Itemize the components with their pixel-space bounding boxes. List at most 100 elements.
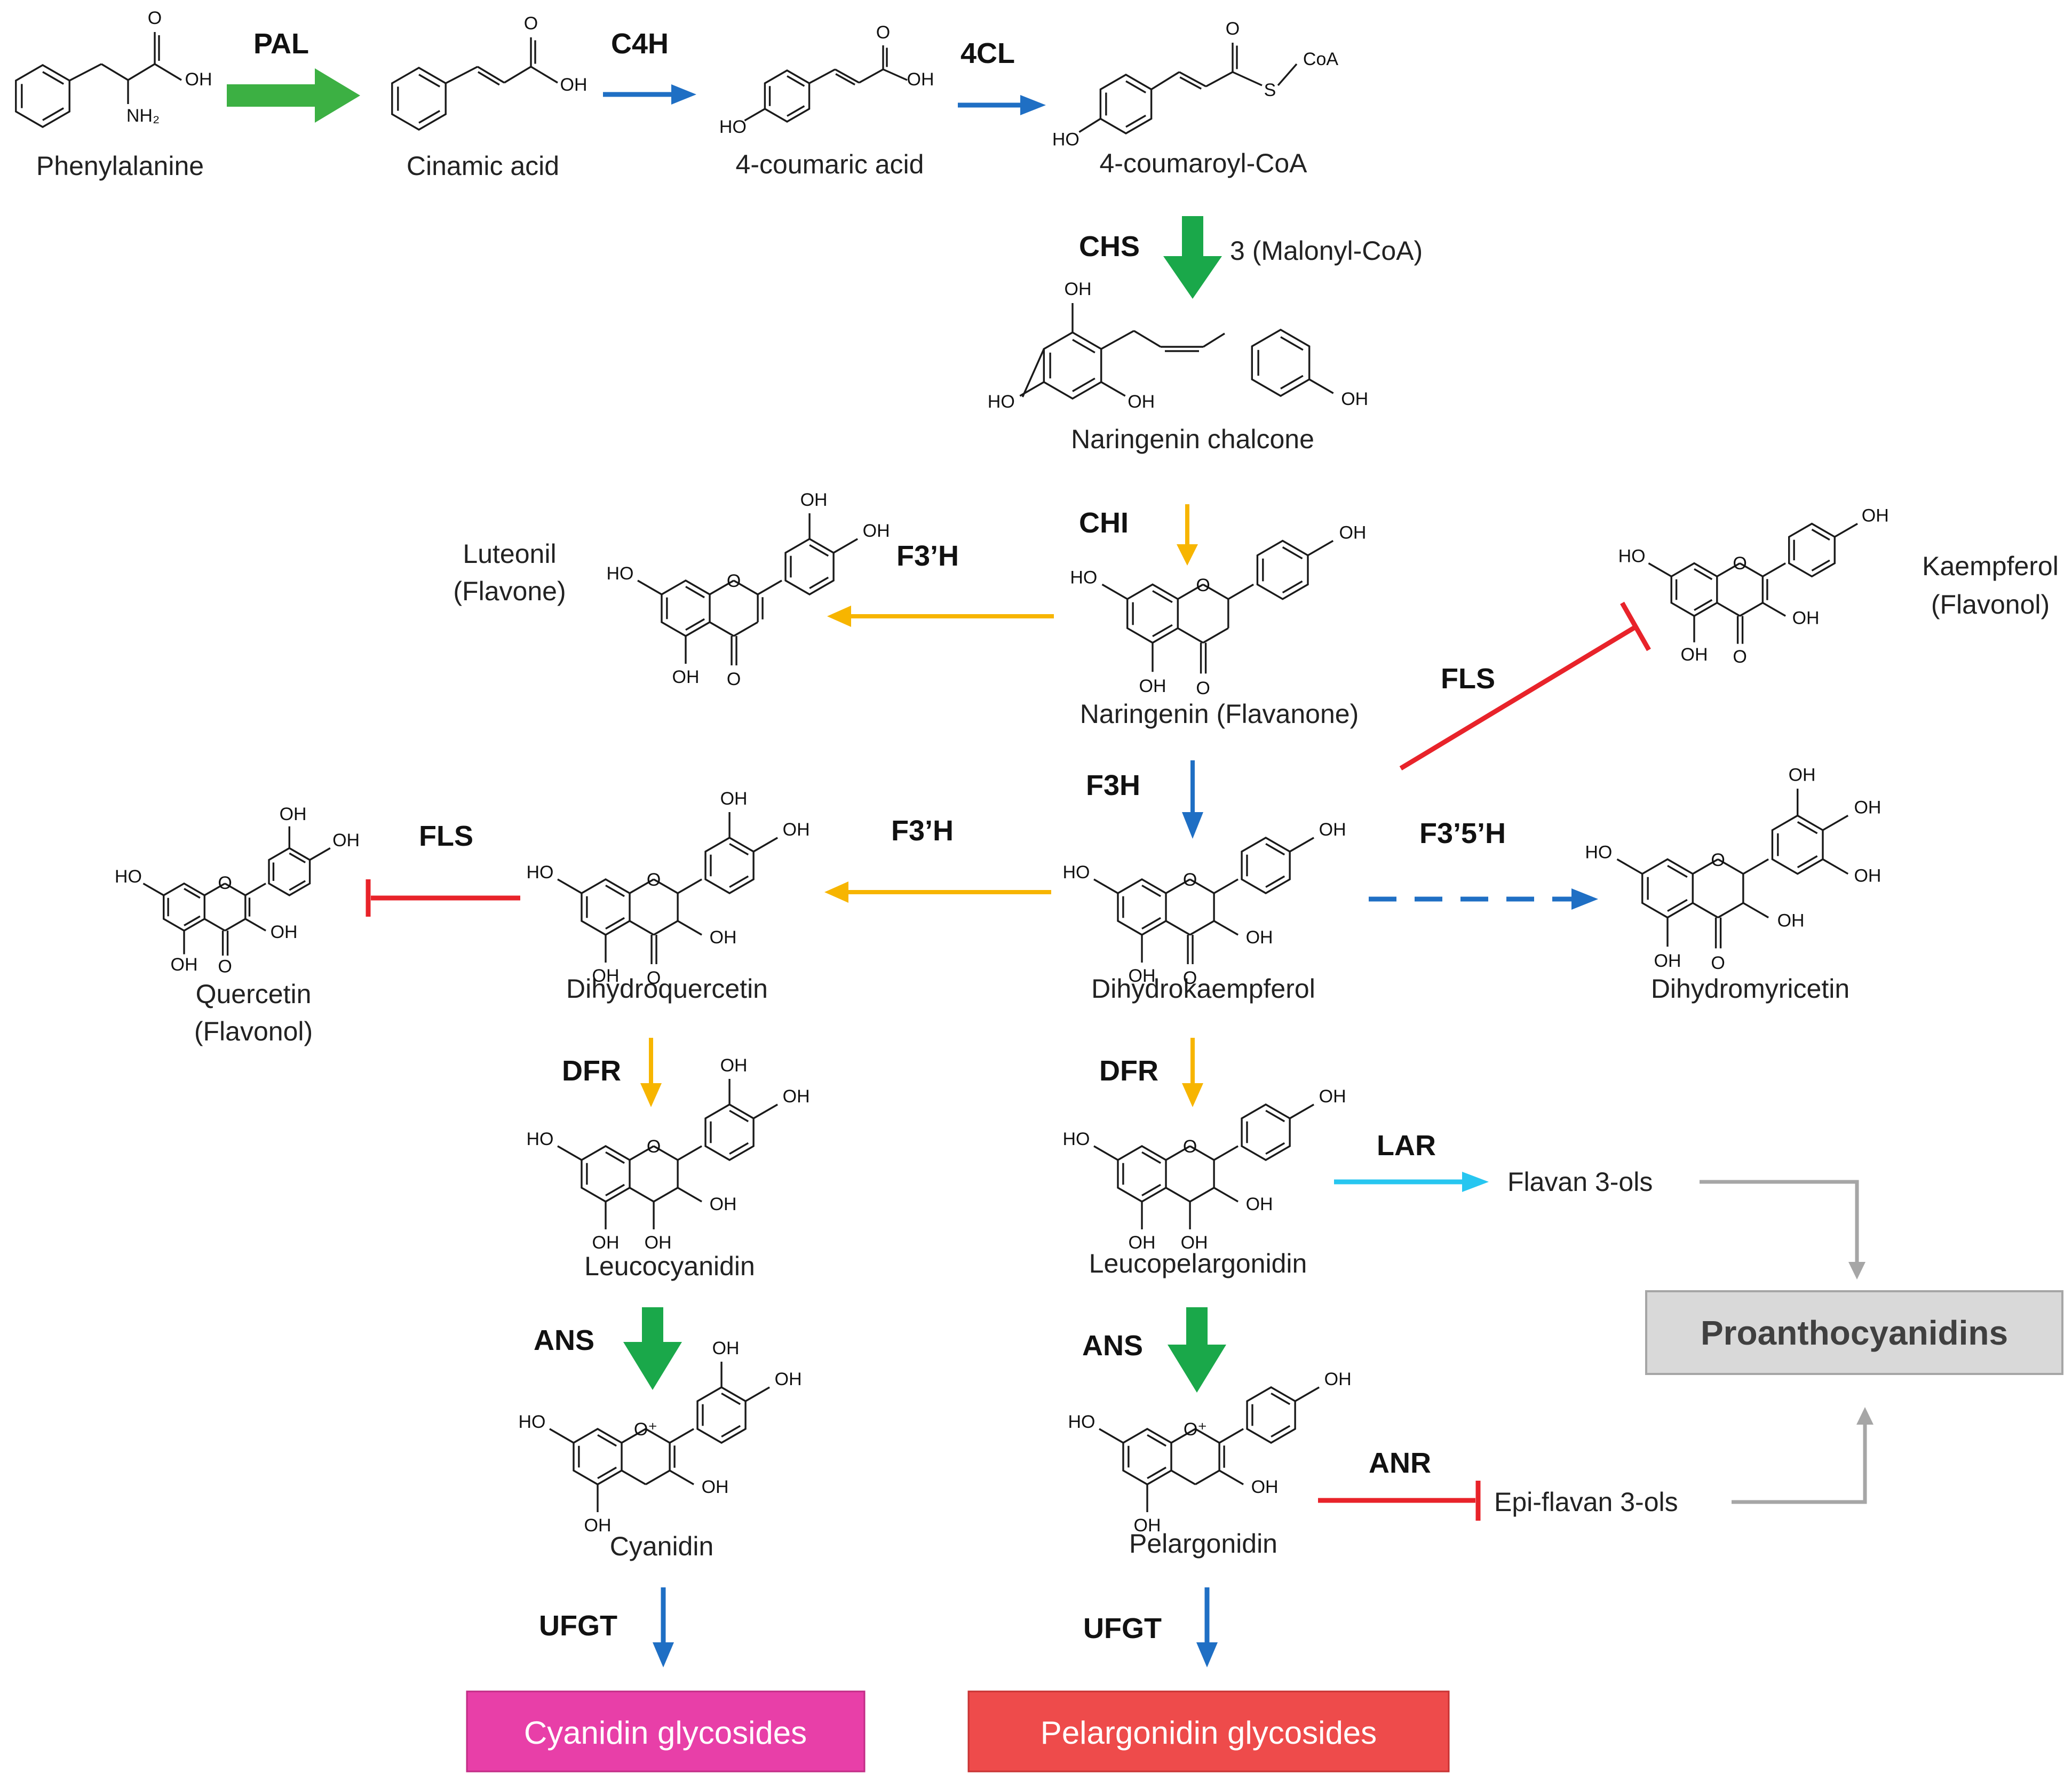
- hydroxyl-label: OH: [645, 1233, 672, 1253]
- hydroxyl-label: HO: [1618, 546, 1646, 567]
- hydroxyl-label: HO: [1585, 842, 1612, 862]
- carbonyl-oxygen-label: O: [148, 8, 162, 28]
- hydroxyl-label: OH: [1181, 1233, 1208, 1253]
- hydroxyl-label: OH: [560, 75, 588, 95]
- hydroxyl-label: OH: [1681, 645, 1708, 665]
- ring-oxygen-label: O: [1196, 575, 1210, 595]
- carbonyl-oxygen-label: O: [1196, 678, 1210, 698]
- hydroxyl-label: OH: [171, 955, 198, 975]
- hydroxyl-label: OH: [775, 1369, 802, 1389]
- epiflavan3ols-to-proanthocyanidins-connector: [1732, 1407, 1873, 1504]
- hydroxyl-label: OH: [1251, 1477, 1279, 1497]
- hydroxyl-label: HO: [526, 1129, 553, 1149]
- luteonil-name: Luteonil: [463, 539, 556, 569]
- hydroxyl-label: HO: [1070, 567, 1097, 587]
- hydroxyl-label: OH: [1339, 522, 1366, 543]
- naringenin-structure: O O HO OH OH: [1070, 522, 1366, 698]
- hydroxyl-label: OH: [720, 1055, 748, 1076]
- chs-label: CHS: [1079, 231, 1140, 263]
- carbonyl-oxygen-label: O: [1226, 19, 1240, 39]
- dihydromyricetin-name: Dihydromyricetin: [1651, 974, 1849, 1004]
- flavan3ols-to-proanthocyanidins-connector: [1700, 1180, 1865, 1280]
- hydroxyl-label: OH: [1854, 865, 1881, 886]
- c4h-label: C4H: [611, 28, 669, 60]
- ring-oxygen-label: O: [727, 571, 741, 591]
- leucocyanidin-name: Leucocyanidin: [584, 1251, 755, 1281]
- pal-arrow: [227, 68, 360, 123]
- hydroxyl-label: OH: [1246, 1194, 1273, 1214]
- leucopelargonidin-name: Leucopelargonidin: [1089, 1249, 1307, 1278]
- coumaroyl-coa-name: 4-coumaroyl-CoA: [1099, 148, 1307, 178]
- dfr-left-label: DFR: [562, 1055, 621, 1087]
- c4h-arrow: [603, 84, 696, 105]
- f35h-arrow: [1369, 888, 1598, 910]
- cyanidin-name: Cyanidin: [610, 1531, 714, 1561]
- naringenin-chalcone-name: Naringenin chalcone: [1071, 424, 1314, 454]
- hydroxyl-label: OH: [271, 922, 298, 942]
- hydroxyl-label: OH: [712, 1338, 740, 1358]
- hydroxyl-label: OH: [1654, 951, 1681, 971]
- carbonyl-oxygen-label: O: [218, 956, 232, 976]
- hydroxyl-label: OH: [1319, 820, 1346, 840]
- f3ph-arrow: [824, 881, 1051, 903]
- dihydrokaempferol-name: Dihydrokaempferol: [1091, 974, 1315, 1004]
- hydroxyl-label: HO: [518, 1412, 545, 1432]
- phenylalanine-name: Phenylalanine: [36, 151, 204, 181]
- carbonyl-oxygen-label: O: [1711, 953, 1725, 973]
- carbonyl-oxygen-label: O: [1733, 647, 1746, 667]
- ring-oxygen-label: O⁺: [1184, 1419, 1207, 1440]
- ufgt-right-arrow: [1196, 1587, 1218, 1667]
- ring-oxygen-label: O: [1183, 870, 1197, 890]
- anr-label: ANR: [1369, 1447, 1431, 1479]
- hydroxyl-label: HO: [115, 867, 142, 887]
- ufgt-left-arrow: [653, 1587, 674, 1667]
- dfr-right-arrow: [1182, 1038, 1203, 1107]
- hydroxyl-label: OH: [863, 521, 890, 541]
- quercetin-name: Quercetin: [196, 979, 312, 1009]
- amine-label: NH₂: [126, 106, 160, 126]
- hydroxyl-label: HO: [1052, 130, 1079, 150]
- hydroxyl-label: OH: [1139, 676, 1166, 696]
- ufgt-left-label: UFGT: [539, 1610, 617, 1642]
- chs-arrow: [1163, 216, 1222, 299]
- hydroxyl-label: HO: [1068, 1412, 1095, 1432]
- cyanidin-glycosides-label: Cyanidin glycosides: [524, 1715, 807, 1751]
- cyanidin-glycosides-box: Cyanidin glycosides: [466, 1690, 866, 1773]
- hydroxyl-label: OH: [1319, 1086, 1346, 1107]
- hydroxyl-label: OH: [584, 1515, 612, 1536]
- quercetin-class: (Flavonol): [194, 1016, 313, 1046]
- hydroxyl-label: OH: [710, 927, 737, 948]
- ans-right-label: ANS: [1082, 1330, 1143, 1362]
- ufgt-right-label: UFGT: [1083, 1612, 1162, 1644]
- carbonyl-oxygen-label: O: [524, 13, 538, 34]
- 4cl-arrow: [958, 95, 1046, 115]
- proanthocyanidins-box: Proanthocyanidins: [1645, 1290, 2063, 1375]
- carbonyl-oxygen-label: O: [876, 22, 890, 43]
- dfr-left-arrow: [640, 1038, 662, 1107]
- hydroxyl-label: OH: [1854, 797, 1881, 817]
- f3ph-label: F3’H: [891, 815, 954, 847]
- hydroxyl-label: OH: [710, 1194, 737, 1214]
- anr-inhibit: [1318, 1481, 1481, 1521]
- hydroxyl-label: OH: [1862, 506, 1889, 526]
- hydroxyl-label: OH: [332, 830, 360, 851]
- hydroxyl-label: HO: [719, 117, 747, 137]
- hydroxyl-label: OH: [592, 1233, 620, 1253]
- ring-oxygen-label: O⁺: [634, 1419, 657, 1440]
- ring-oxygen-label: O: [1183, 1137, 1197, 1157]
- cyanidin-structure: O⁺ OH HO OH OH OH: [518, 1338, 801, 1536]
- pal-label: PAL: [253, 28, 309, 60]
- ans-left-label: ANS: [534, 1324, 594, 1356]
- hydroxyl-label: OH: [702, 1477, 729, 1497]
- ans-left-arrow: [623, 1307, 682, 1390]
